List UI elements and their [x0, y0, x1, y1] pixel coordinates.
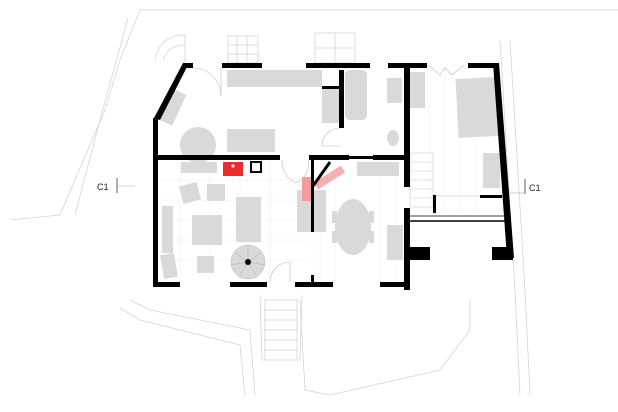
doors: [192, 64, 465, 283]
chimney: [250, 161, 262, 173]
section-mark-left: C1: [97, 178, 135, 193]
ottoman: [197, 256, 214, 273]
section-label: C1: [97, 182, 109, 192]
round-table: [180, 127, 216, 163]
cabinet: [181, 162, 217, 173]
toilet: [387, 130, 399, 146]
sofa: [236, 197, 261, 242]
dining-table: [335, 199, 371, 255]
bathtub: [345, 70, 367, 120]
balcony: [410, 195, 506, 222]
spiral-stair: [230, 244, 266, 280]
site-lines: [9, 9, 618, 396]
armchair: [207, 184, 225, 201]
side-sofa: [162, 206, 173, 253]
cooker: [322, 87, 340, 123]
section-label: C1: [529, 183, 541, 193]
dining-counter: [357, 162, 399, 176]
kitchen-island: [227, 129, 275, 152]
section-mark-right: C1: [510, 179, 541, 194]
highlight-panel: [313, 165, 346, 190]
chair: [160, 252, 178, 280]
highlight-panel: [302, 177, 311, 201]
kitchen-counter: [227, 70, 322, 87]
interior-stair: [409, 152, 434, 208]
coffee-table: [192, 215, 222, 245]
bed: [455, 76, 499, 139]
furniture: [157, 70, 500, 280]
walls: [153, 63, 514, 290]
fireplace: [223, 162, 243, 176]
sideboard: [387, 225, 403, 260]
kitchen-bench: [157, 88, 187, 126]
desk: [483, 153, 500, 188]
armchair: [178, 181, 202, 205]
wardrobe: [410, 72, 425, 108]
bathroom-sink: [387, 78, 402, 103]
